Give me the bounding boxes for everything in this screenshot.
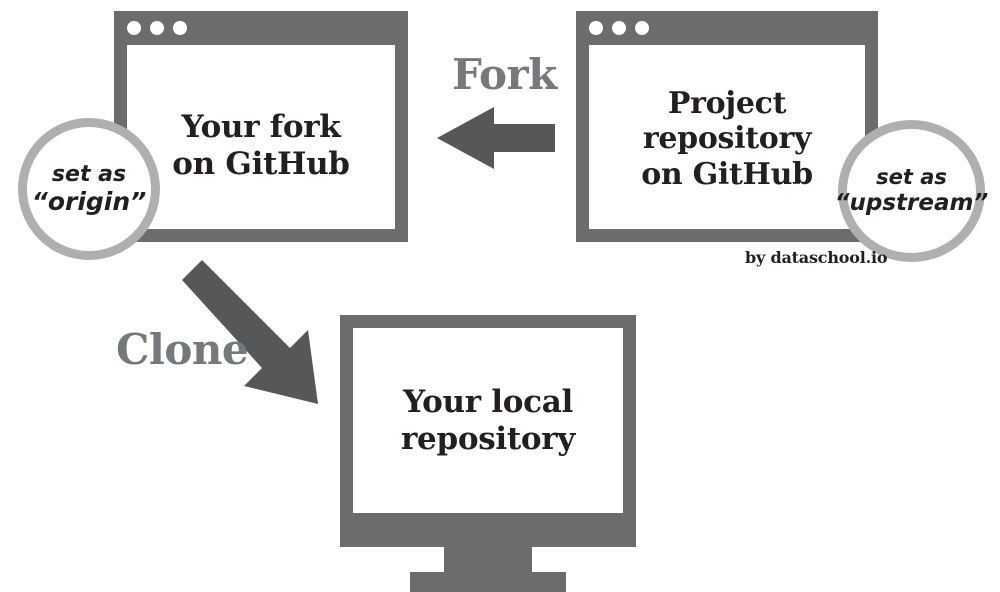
window-dot-icon [173, 21, 187, 35]
window-dot-icon [127, 21, 141, 35]
browser-screen: Your fork on GitHub [127, 45, 395, 229]
window-dot-icon [635, 21, 649, 35]
badge-set-as-origin: set as “origin” [18, 118, 160, 260]
window-dot-icon [612, 21, 626, 35]
browser-window-your-fork: Your fork on GitHub [114, 11, 408, 242]
badge-set-as-upstream: set as “upstream” [835, 120, 988, 262]
monitor-line2: repository [401, 420, 575, 457]
project-window-line3: on GitHub [641, 156, 813, 192]
browser-titlebar [576, 11, 878, 45]
monitor-neck [444, 547, 532, 572]
credit-text: by dataschool.io [745, 248, 888, 267]
upstream-badge-line1: set as [876, 165, 947, 190]
browser-window-project-repository: Project repository on GitHub [576, 11, 878, 242]
fork-window-line2: on GitHub [172, 146, 350, 182]
project-window-line2: repository [642, 121, 812, 157]
clone-arrow-label: Clone [116, 325, 249, 374]
fork-arrow-label: Fork [452, 50, 557, 99]
fork-window-line1: Your fork [181, 109, 341, 146]
monitor-base [410, 572, 566, 592]
monitor-screen: Your local repository [353, 328, 623, 513]
upstream-badge-line2: “upstream” [834, 189, 989, 216]
browser-screen: Project repository on GitHub [589, 45, 865, 229]
window-dot-icon [150, 21, 164, 35]
origin-badge-line1: set as [51, 161, 127, 187]
fork-arrow [437, 107, 555, 169]
window-dot-icon [589, 21, 603, 35]
project-window-line1: Project [667, 85, 787, 121]
browser-titlebar [114, 11, 408, 45]
monitor-line1: Your local [403, 383, 573, 420]
origin-badge-line2: “origin” [31, 187, 147, 217]
clone-arrow [182, 260, 318, 404]
